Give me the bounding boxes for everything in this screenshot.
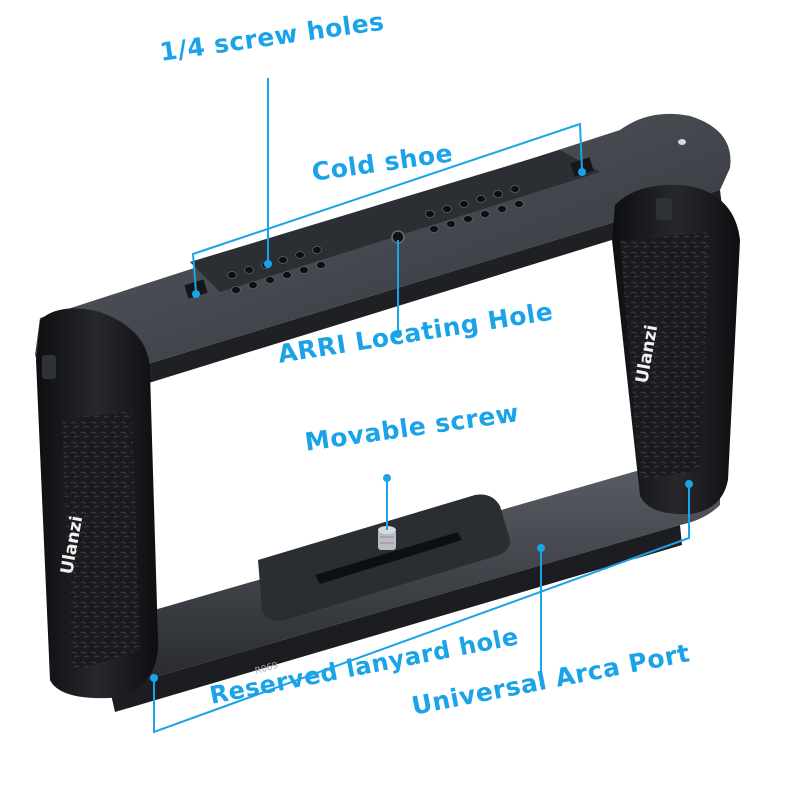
right-grip-texture: [620, 232, 710, 480]
top-bar: [35, 113, 731, 398]
cold-shoe-pointer: [191, 122, 583, 293]
screw-hole: [476, 195, 486, 203]
screw-hole: [429, 225, 439, 233]
left-grip-texture: [62, 410, 140, 672]
screw-hole: [425, 210, 435, 218]
lanyard-hole-pointer: [153, 486, 690, 734]
screw-hole: [493, 190, 503, 198]
top-plate: [190, 150, 600, 292]
screw-hole: [265, 276, 275, 284]
screw-hole: [442, 205, 452, 213]
screw-hole: [514, 200, 524, 208]
screw-hole: [231, 286, 241, 294]
callout-lines: [150, 78, 693, 734]
screw-hole: [299, 266, 309, 274]
screw-hole: [244, 266, 254, 274]
screw-hole: [227, 271, 237, 279]
bottom-bar: [50, 467, 720, 712]
screw-hole: [510, 185, 520, 193]
screw-hole: [282, 271, 292, 279]
right-handle: [612, 184, 740, 515]
screw-hole: [497, 205, 507, 213]
screw-hole: [312, 246, 322, 254]
screw-hole: [463, 215, 473, 223]
left-handle: [36, 308, 159, 699]
screw-hole: [459, 200, 469, 208]
screw-hole: [295, 251, 305, 259]
screw-hole: [278, 256, 288, 264]
screw-hole: [316, 261, 326, 269]
screw-holes-grid: [227, 185, 524, 294]
arca-slot: [315, 532, 462, 584]
screw-hole: [480, 210, 490, 218]
movable-screw: [378, 530, 396, 550]
screw-hole: [248, 281, 258, 289]
screw-hole: [446, 220, 456, 228]
